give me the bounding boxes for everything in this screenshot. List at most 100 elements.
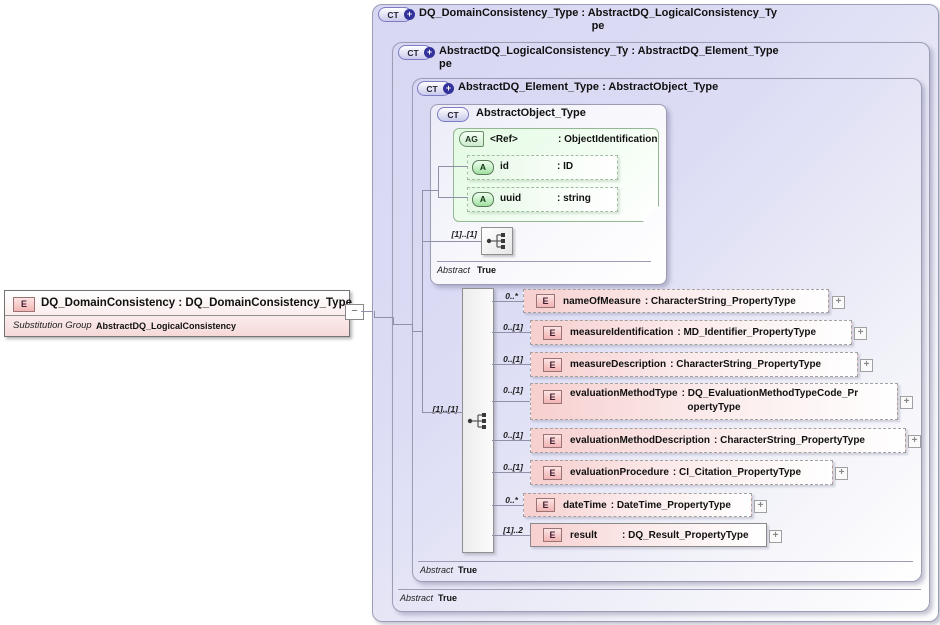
cardinality-label: 0..[1] [503,430,523,440]
complex-type-icon: CT + [398,45,435,60]
ct-badge-label: CT [387,9,399,20]
expand-icon[interactable]: + [860,359,873,372]
connector-line [492,472,530,473]
footer-divider [437,261,651,262]
type-title-line1: AbstractDQ_LogicalConsistency_Ty : Abstr… [439,45,779,57]
element-type: : CharacterString_PropertyType [644,295,796,307]
element-type: : CI_Citation_PropertyType [672,467,802,478]
header-dq-domainconsistency-type: CT + DQ_DomainConsistency_Type : Abstrac… [378,7,777,33]
element-evaluationMethodDescription[interactable]: E evaluationMethodDescription: Character… [530,428,906,453]
element-icon: E [543,357,562,372]
connector-line [393,317,394,325]
element-result[interactable]: E result: DQ_Result_PropertyType [530,523,767,547]
element-type: : MD_Identifier_PropertyType [677,327,817,338]
substitution-group-value: AbstractDQ_LogicalConsistency [96,321,237,331]
ct-badge-label: CT [407,47,419,58]
element-dateTime[interactable]: E dateTime: DateTime_PropertyType [523,493,752,517]
sequence-bar[interactable] [462,288,494,553]
element-name: nameOfMeasure [563,295,641,307]
attribute-id[interactable]: A id : ID [467,155,618,180]
element-icon: E [543,325,562,340]
attribute-group-header: AG <Ref> : ObjectIdentification [459,131,657,147]
derived-plus-icon: + [424,47,435,58]
connector-line [438,166,439,198]
type-title-line1: AbstractDQ_Element_Type : AbstractObject… [458,81,719,93]
type-title: DQ_DomainConsistency_Type : AbstractDQ_L… [419,7,777,33]
header-abstractobject-type: CT AbstractObject_Type [437,107,586,122]
complex-type-icon: CT + [417,81,454,96]
connector-line [361,311,373,312]
element-measureIdentification[interactable]: E measureIdentification: MD_Identifier_P… [530,320,852,345]
element-icon: E [536,294,555,308]
ct-badge-label: CT [426,83,438,94]
footer-divider [418,561,913,562]
cardinality-label: [1]..[1] [451,229,478,239]
element-evaluationMethodType[interactable]: E evaluationMethodType: DQ_EvaluationMet… [530,383,898,420]
type-title: AbstractObject_Type [476,107,586,120]
element-name: evaluationProcedure [570,467,669,478]
element-type: : CharacterString_PropertyType [714,435,865,446]
attribute-type: : ID [557,161,574,172]
connector-line [422,190,438,191]
connector-trunk [422,190,423,413]
element-icon: E [543,465,562,480]
footer-divider [398,589,921,590]
cardinality-label: 0..* [505,291,518,301]
connector-line [492,364,530,365]
attribute-group-name: <Ref> [490,133,518,145]
collapse-icon[interactable]: − [345,304,364,320]
connector-line [412,331,423,332]
attribute-icon: A [472,192,494,207]
attribute-group-icon: AG [459,131,484,147]
attribute-uuid[interactable]: A uuid : string [467,187,618,212]
connector-line [438,166,468,167]
attribute-group-type: : ObjectIdentification [558,133,658,145]
cardinality-label: 0..[1] [503,385,523,395]
complex-type-icon: CT [437,107,469,122]
attribute-type: : string [557,193,591,204]
abstract-label: Abstract [420,565,454,575]
element-name: evaluationMethodType [570,388,678,399]
header-abstractdq-element-type: CT + AbstractDQ_Element_Type : AbstractO… [417,81,718,96]
attribute-icon: A [472,160,494,175]
element-evaluationProcedure[interactable]: E evaluationProcedure: CI_Citation_Prope… [530,460,833,485]
element-icon: E [13,297,35,312]
type-title-line1: DQ_DomainConsistency_Type : AbstractDQ_L… [419,7,777,19]
sequence-glyph [467,413,486,429]
connector-line [492,440,530,441]
expand-icon[interactable]: + [854,327,867,340]
root-element-title: DQ_DomainConsistency : DQ_DomainConsiste… [41,297,352,309]
abstract-value: True [477,265,497,275]
attribute-name: id [500,161,509,172]
cardinality-label: 0..[1] [503,462,523,472]
type-title-line1: AbstractObject_Type [476,107,586,119]
expand-icon[interactable]: + [832,296,845,309]
cardinality-label: 0..* [505,495,518,505]
element-name: dateTime [563,499,607,511]
element-name: measureIdentification [570,327,674,338]
connector-line [374,317,393,318]
ct-badge-label: CT [447,109,459,120]
element-dq-domainconsistency[interactable]: E DQ_DomainConsistency : DQ_DomainConsis… [4,290,352,337]
type-title: AbstractDQ_Element_Type : AbstractObject… [458,81,718,94]
complex-type-icon: CT + [378,7,415,22]
expand-icon[interactable]: + [908,435,921,448]
element-name: evaluationMethodDescription [570,435,711,446]
element-nameOfMeasure[interactable]: E nameOfMeasure: CharacterString_Propert… [523,289,829,313]
expand-icon[interactable]: + [769,530,782,543]
element-measureDescription[interactable]: E measureDescription: CharacterString_Pr… [530,352,858,377]
expand-icon[interactable]: + [900,396,913,409]
sequence-icon[interactable] [481,227,513,255]
expand-icon[interactable]: + [835,467,848,480]
connector-line [492,332,530,333]
abstract-value: True [458,565,478,575]
element-type-wrap: opertyType [687,402,741,413]
divider [5,315,349,316]
cardinality-label: 0..[1] [503,322,523,332]
cardinality-label: [1]..2 [503,525,523,535]
expand-icon[interactable]: + [754,500,767,513]
connector-line [374,311,375,318]
element-icon: E [543,390,562,404]
element-type: : DQ_EvaluationMethodTypeCode_Pr [681,388,859,399]
